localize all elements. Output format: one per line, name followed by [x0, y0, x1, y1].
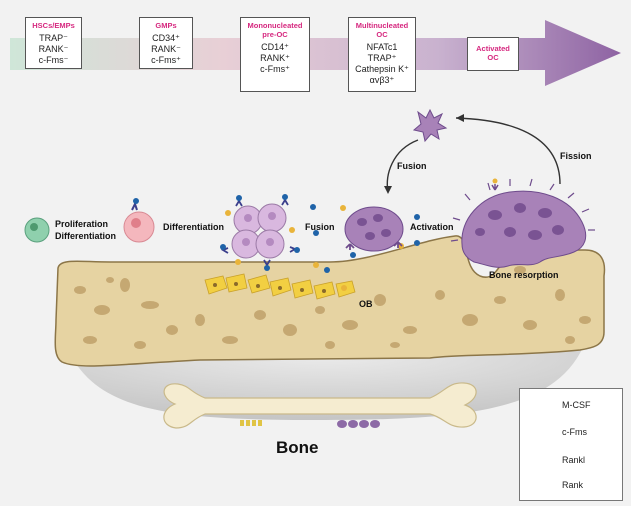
stage-title: GMPs	[155, 21, 177, 30]
stage-marker: TRAP⁻	[39, 33, 68, 43]
legend-mcsf-label: M-CSF	[562, 400, 591, 410]
label-fusion-1: Fusion	[305, 222, 335, 232]
label-fission: Fission	[560, 151, 592, 161]
bone-slab	[54, 235, 606, 367]
legend-rankl-label: Rankl	[562, 455, 586, 465]
activated-oc	[450, 178, 595, 268]
stage-title: HSCs/EMPs	[32, 21, 75, 30]
legend-rank-label: Rank	[562, 480, 584, 490]
stage-marker: c-Fms⁺	[260, 64, 290, 74]
stage-multioc-box: Multinucleated OC NFATc1 TRAP⁺ Cathepsin…	[348, 17, 416, 92]
legend-cfms-label: c-Fms	[562, 427, 587, 437]
multinucleated-oc	[344, 206, 404, 252]
stage-hsc-box: HSCs/EMPs TRAP⁻ RANK⁻ c-Fms⁻	[25, 17, 82, 69]
stage-marker: TRAP⁺	[367, 53, 397, 63]
stage-activated-box: Activated OC	[467, 37, 519, 71]
stage-title: Multinucleated OC	[355, 21, 409, 39]
label-fusion-2: Fusion	[397, 161, 427, 171]
stage-marker: NFATc1	[366, 42, 398, 52]
long-bone	[163, 382, 477, 429]
osteoblast-layer	[204, 273, 356, 300]
stage-marker: αvβ3⁺	[369, 75, 395, 85]
stage-marker: CD14⁺	[261, 42, 289, 52]
pre-oc-cluster	[231, 203, 287, 259]
stage-title: Activated OC	[476, 44, 510, 62]
stage-marker: Cathepsin K⁺	[355, 64, 409, 74]
fission-fragment	[412, 108, 448, 143]
label-differentiation-1: Differentiation	[55, 231, 117, 241]
stem-cell	[24, 217, 50, 243]
legend: M-CSF c-Fms Rankl Rank	[519, 388, 623, 501]
stage-marker: c-Fms⁻	[38, 55, 69, 65]
label-bone-resorption: Bone resorption	[489, 270, 559, 280]
label-differentiation-2: Differentiation	[163, 222, 225, 232]
stage-marker: RANK⁻	[151, 44, 181, 54]
stage-marker: RANK⁻	[38, 44, 69, 54]
stage-gmp-box: GMPs CD34⁺ RANK⁻ c-Fms⁺	[139, 17, 193, 69]
stage-title: Mononucleated pre-OC	[247, 21, 303, 39]
stage-marker: RANK⁺	[260, 53, 290, 63]
label-proliferation: Proliferation	[55, 219, 109, 229]
stage-marker: c-Fms⁺	[151, 55, 181, 65]
stage-marker: CD34⁺	[152, 33, 180, 43]
process-arrow	[10, 20, 621, 86]
label-ob: OB	[359, 299, 373, 309]
bone-title: Bone	[276, 438, 319, 457]
label-activation: Activation	[410, 222, 454, 232]
stage-preoc-box: Mononucleated pre-OC CD14⁺ RANK⁺ c-Fms⁺	[240, 17, 310, 92]
